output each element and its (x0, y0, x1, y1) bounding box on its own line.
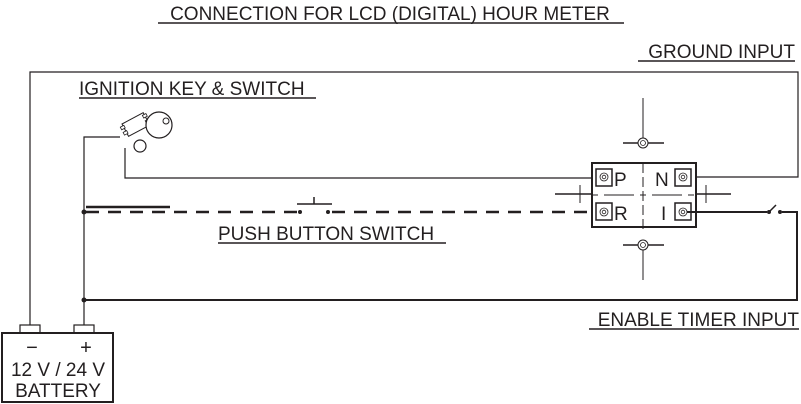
key-head-icon (145, 111, 173, 139)
enable-switch-icon (767, 204, 782, 214)
terminal-n-label: N (655, 170, 669, 191)
battery-neg-symbol: − (26, 337, 38, 359)
battery-pos-symbol: + (80, 337, 92, 359)
push-button-switch-icon (297, 197, 332, 214)
ground-wire (29, 71, 799, 325)
terminal-p-label: P (614, 170, 627, 191)
terminal-n (674, 168, 692, 187)
junction-dot (81, 209, 87, 215)
ignition-out-wire (124, 148, 596, 179)
hour-meter: P N R I (555, 98, 731, 280)
mount-hole-bottom-icon (637, 239, 649, 251)
battery-body (1, 332, 114, 403)
key-hole-icon (162, 117, 170, 125)
terminal-i-label: I (661, 204, 666, 225)
terminal-p (595, 168, 613, 187)
battery-name: BATTERY (15, 381, 101, 402)
ignition-feed-wire (83, 136, 120, 300)
enable-timer-label: ENABLE TIMER INPUT (598, 310, 800, 331)
battery-voltage: 12 V / 24 V (11, 360, 105, 381)
diagram-title: CONNECTION FOR LCD (DIGITAL) HOUR METER (170, 4, 610, 25)
ignition-label: IGNITION KEY & SWITCH (79, 79, 305, 100)
mount-hole-top-icon (637, 137, 649, 149)
key-icon (119, 112, 151, 138)
battery-pos-terminal (73, 324, 95, 334)
enable-timer-wire (84, 211, 798, 301)
terminal-i (674, 202, 692, 221)
terminal-r-label: R (614, 204, 628, 225)
push-button-label: PUSH BUTTON SWITCH (218, 224, 434, 245)
battery-neg-terminal (19, 324, 41, 334)
terminal-r (595, 202, 613, 221)
battery: − + 12 V / 24 V BATTERY (1, 300, 114, 403)
key-barrel-icon (133, 139, 147, 153)
ground-input-label: GROUND INPUT (648, 42, 795, 63)
ignition-key-switch (83, 111, 596, 300)
